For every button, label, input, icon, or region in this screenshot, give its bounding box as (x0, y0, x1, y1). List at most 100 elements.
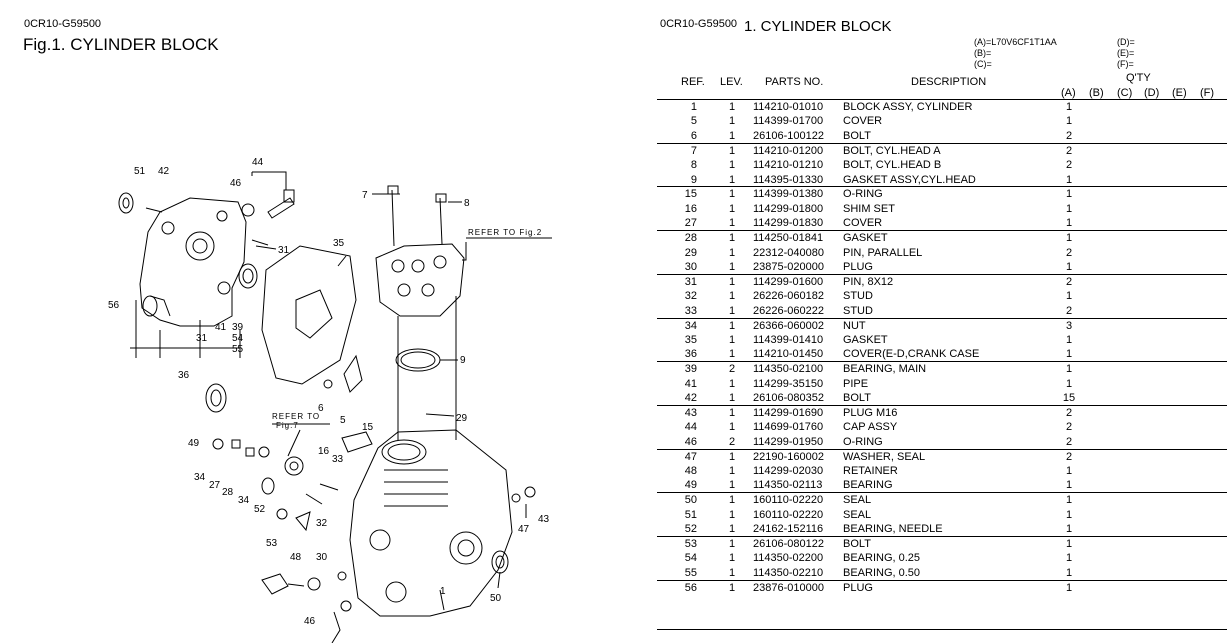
description-cell: O-RING (843, 435, 883, 448)
qty-col-b: (B) (1089, 87, 1104, 99)
description-cell: RETAINER (843, 465, 898, 477)
lev-cell: 1 (728, 202, 736, 215)
qty-a-cell: 1 (1065, 363, 1073, 376)
header-parts-no: PARTS NO. (765, 76, 824, 88)
ref-cell: 43 (684, 406, 697, 419)
part-number-cell: 114399-01410 (753, 333, 824, 346)
qty-a-cell: 1 (1065, 581, 1073, 594)
lev-cell: 1 (728, 479, 736, 492)
callout-16: 16 (318, 446, 330, 457)
model-b: (B)= (974, 48, 992, 58)
callout-50: 50 (490, 593, 502, 604)
figure-title: Fig.1. CYLINDER BLOCK (23, 35, 219, 54)
ref-cell: 55 (684, 566, 697, 579)
lev-cell: 1 (728, 290, 736, 303)
refer-fig2-note: REFER TO Fig.2 (468, 228, 542, 237)
lev-cell: 1 (728, 115, 736, 128)
qty-a-cell: 2 (1065, 450, 1073, 463)
callout-34: 34 (194, 472, 206, 483)
qty-a-cell: 1 (1065, 523, 1073, 536)
part-number-cell: 114399-01380 (753, 188, 824, 201)
part-number-cell: 26226-060182 (753, 290, 824, 303)
ref-cell: 36 (684, 348, 697, 361)
lev-cell: 1 (728, 304, 736, 317)
lev-cell: 1 (728, 101, 736, 113)
group-divider (657, 492, 1227, 494)
lev-cell: 1 (728, 552, 736, 565)
refer-fig7-note: REFER TO (272, 412, 320, 421)
group-divider (657, 317, 1227, 319)
ref-cell: 48 (684, 465, 697, 477)
description-cell: GASKET ASSY,CYL.HEAD (843, 173, 976, 186)
ref-cell: 50 (684, 494, 697, 507)
qty-a-cell: 1 (1065, 508, 1073, 521)
callout-1: 1 (440, 586, 446, 597)
lev-cell: 1 (728, 450, 736, 463)
description-cell: BOLT (843, 392, 871, 404)
qty-a-cell: 1 (1065, 188, 1073, 201)
header-qty: Q'TY (1126, 72, 1151, 84)
ref-cell: 1 (690, 101, 697, 113)
callout-15: 15 (362, 422, 374, 433)
group-divider (657, 230, 1227, 232)
callout-7: 7 (362, 190, 368, 201)
lev-cell: 1 (728, 348, 736, 361)
qty-a-cell: 1 (1065, 202, 1073, 215)
qty-a-cell: 1 (1065, 479, 1073, 492)
ref-cell: 49 (684, 479, 697, 492)
description-cell: BEARING (843, 479, 893, 492)
part-number-cell: 160110-02220 (753, 508, 824, 521)
description-cell: BEARING, 0.50 (843, 566, 921, 579)
description-cell: STUD (843, 290, 873, 303)
callout-29: 29 (456, 413, 468, 424)
lev-cell: 1 (728, 333, 736, 346)
header-lev: LEV. (720, 76, 743, 88)
part-number-cell: 114299-01800 (753, 202, 824, 215)
qty-a-cell: 2 (1065, 304, 1073, 317)
part-number-cell: 114350-02210 (753, 566, 824, 579)
part-number-cell: 114395-01330 (753, 173, 824, 186)
ref-cell: 16 (684, 202, 697, 215)
callout-43: 43 (538, 514, 550, 525)
description-cell: PLUG (843, 581, 873, 594)
lev-cell: 1 (728, 144, 736, 157)
part-number-cell: 23875-020000 (753, 260, 824, 273)
callout-28: 28 (222, 487, 234, 498)
ref-cell: 28 (684, 232, 697, 245)
ref-cell: 53 (684, 538, 697, 550)
lev-cell: 1 (728, 217, 736, 230)
description-cell: COVER (843, 115, 883, 128)
lev-cell: 1 (728, 566, 736, 579)
part-number-cell: 114210-01210 (753, 159, 824, 172)
callout-5: 5 (340, 415, 346, 426)
part-number-cell: 26106-100122 (753, 129, 824, 142)
group-divider (657, 404, 1227, 406)
part-number-cell: 114250-01841 (753, 232, 824, 245)
qty-a-cell: 1 (1065, 101, 1073, 113)
qty-col-d: (D) (1144, 87, 1160, 99)
callout-44: 44 (252, 157, 264, 168)
description-cell: PIN, 8X12 (843, 275, 894, 288)
description-cell: SEAL (843, 494, 872, 507)
part-number-cell: 114350-02200 (753, 552, 824, 565)
group-divider (657, 448, 1227, 450)
lev-cell: 2 (728, 363, 736, 376)
callout-49: 49 (188, 438, 200, 449)
group-divider (657, 579, 1227, 581)
ref-cell: 9 (690, 173, 697, 186)
qty-a-cell: 2 (1065, 159, 1073, 172)
qty-a-cell: 2 (1065, 421, 1073, 434)
part-number-cell: 26366-060002 (753, 319, 824, 332)
part-number-cell: 26106-080122 (753, 538, 824, 550)
group-divider (657, 629, 1227, 631)
group-divider (657, 142, 1227, 144)
ref-cell: 27 (684, 217, 697, 230)
